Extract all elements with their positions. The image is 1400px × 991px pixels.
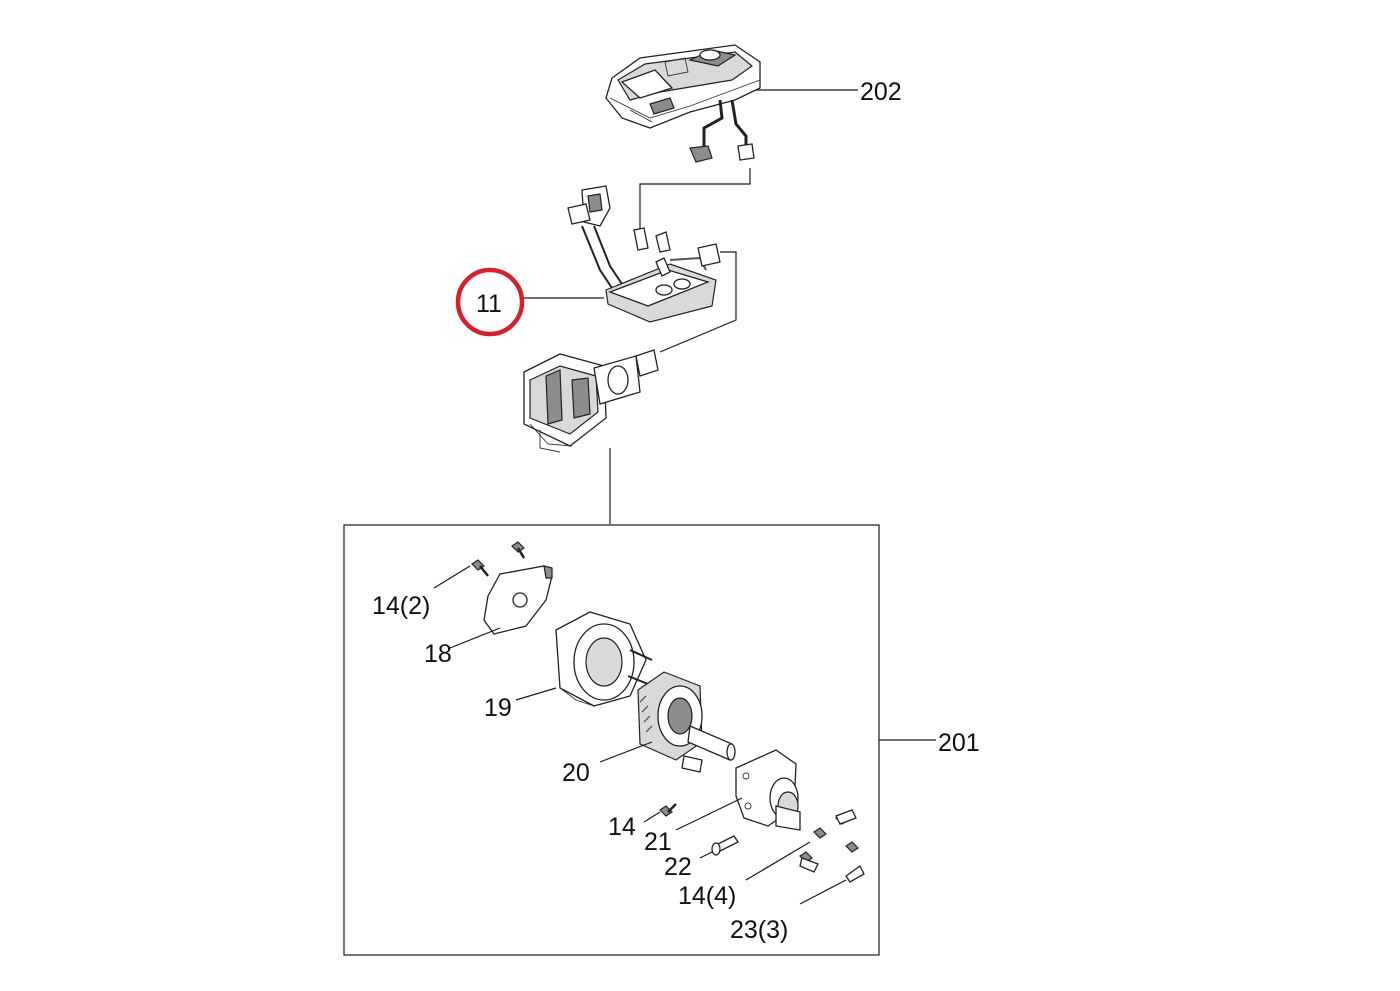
circuit-board-icon [524,185,721,323]
label-14-2: 14(2) [372,592,430,620]
label-202: 202 [860,78,902,106]
label-19: 19 [484,694,512,722]
end-cap-icon [675,749,801,831]
assembly-201-box [343,524,880,956]
label-14: 14 [608,813,636,841]
label-201: 201 [938,729,980,757]
bolt-icon [799,809,865,905]
screw-icon [433,541,526,589]
control-panel-icon [605,44,858,163]
label-23-3: 23(3) [730,916,788,944]
motor-assembly-icon [523,349,659,524]
label-11: 11 [476,290,502,318]
bolt-icon [699,835,739,859]
label-22: 22 [664,853,692,881]
stator-icon [515,611,653,707]
screw-icon [643,803,677,823]
highlight-circle [455,267,525,337]
label-18: 18 [424,640,452,668]
connector-line-202 [639,168,751,232]
rotor-icon [599,671,736,773]
label-20: 20 [562,759,590,787]
bracket-icon [449,565,553,649]
label-14-4: 14(4) [678,882,736,910]
label-21: 21 [644,828,672,856]
connector-line-11 [659,251,737,353]
